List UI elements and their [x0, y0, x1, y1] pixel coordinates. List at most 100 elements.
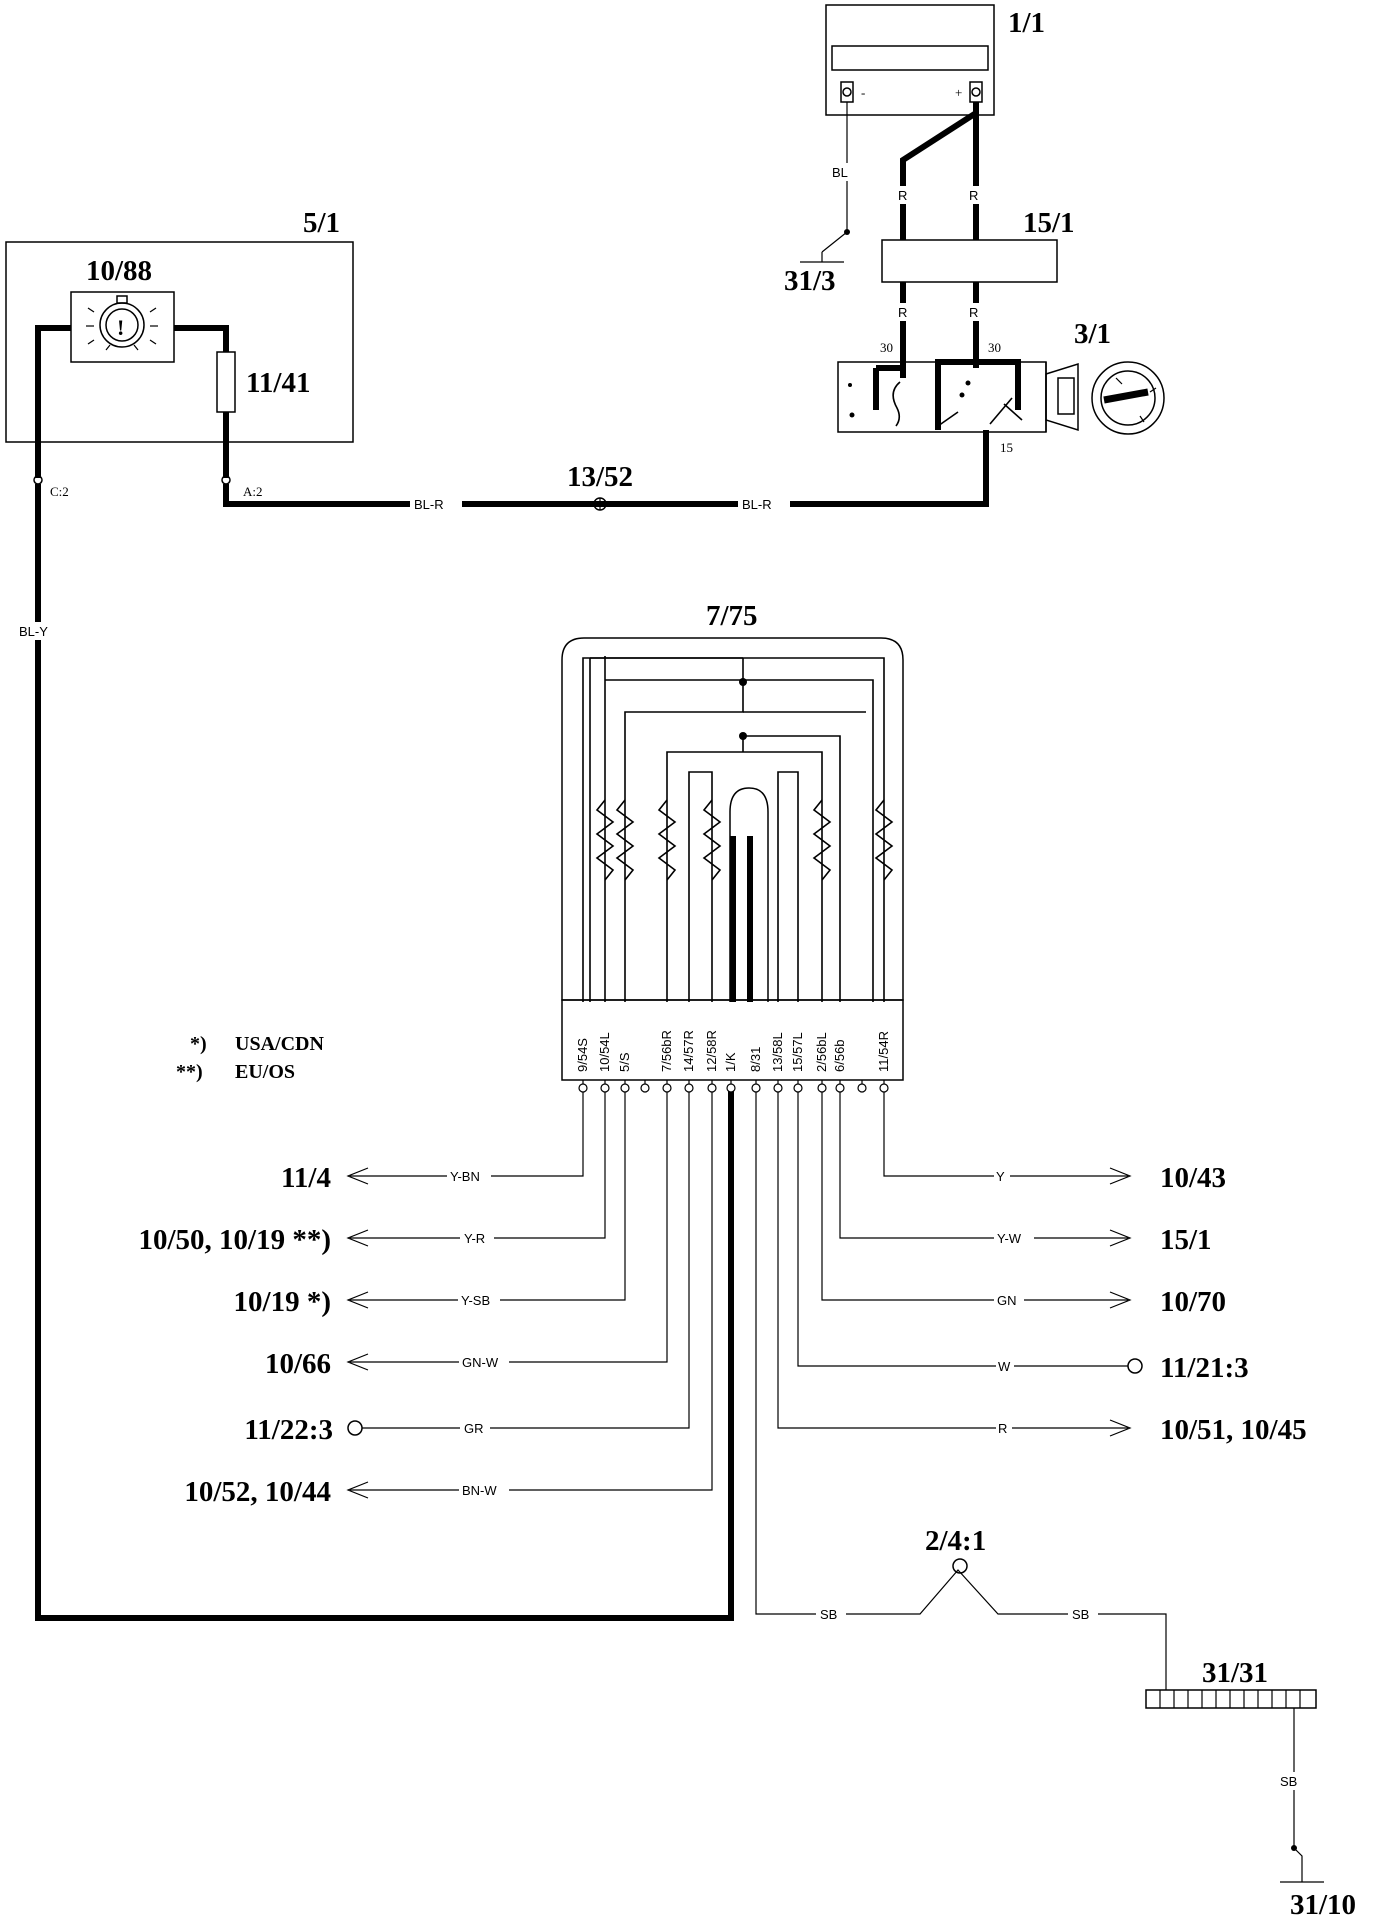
pin-terminal [857, 1083, 867, 1093]
fuse-box: 15/1 [881, 207, 1075, 283]
pin-label: 10/54L [597, 1032, 612, 1072]
terminal-30-right: 30 [988, 340, 1001, 355]
pin-terminal [751, 1083, 761, 1093]
wire-label-10-50: Y-R [464, 1231, 485, 1246]
battery-label: 1/1 [1008, 7, 1045, 39]
pin-terminal [879, 1083, 889, 1093]
wire-label-11-21: W [998, 1359, 1011, 1374]
instrument-panel: 5/1 ! 10/88 11/41 C:2 A:2 [5, 207, 354, 499]
wire-label-10-43: Y [996, 1169, 1005, 1184]
pin-label: 15/57L [790, 1032, 805, 1072]
pin-label: 8/31 [748, 1047, 763, 1072]
pin-label: 9/54S [575, 1038, 590, 1072]
splice-icon [952, 1558, 968, 1574]
dest-11-4: 11/4 [281, 1162, 331, 1194]
sb-ground-label: SB [1280, 1774, 1297, 1789]
pin-label: 14/57R [681, 1030, 696, 1072]
bl-r-left-label: BL-R [414, 497, 444, 512]
zigzag-resistor-5-icon [812, 799, 832, 881]
battery-positive-wires: R R [895, 102, 986, 240]
ground-chain: SB SB 2/4:1 31/31 SB 31/10 [755, 1092, 1356, 1921]
zigzag-resistor-1-icon [595, 799, 615, 881]
zigzag-resistor-3-icon [657, 799, 677, 881]
ground-31-10-label: 31/10 [1290, 1889, 1356, 1921]
connector-13-52-label: 13/52 [567, 461, 633, 493]
pin-label: 11/54R [876, 1031, 891, 1072]
ignition-key-icon [1091, 361, 1165, 435]
arrow-15-1-icon [1109, 1229, 1132, 1247]
pin-label: 7/56bR [659, 1030, 674, 1072]
warning-lamp-exclamation-icon: ! [117, 315, 124, 340]
battery-plus-label: + [955, 85, 962, 100]
pin-terminal [600, 1083, 610, 1093]
fuse-wire-r2-label: R [969, 305, 978, 320]
fuse-wire-r1-label: R [898, 305, 907, 320]
zigzag-resistor-6-icon [874, 799, 894, 881]
pin-label: 6/56b [832, 1039, 847, 1072]
pin-terminal [662, 1083, 672, 1093]
dest-10-51: 10/51, 10/45 [1160, 1414, 1307, 1446]
pin-terminal [707, 1083, 717, 1093]
ignition-switch: 15 3/1 [837, 318, 1165, 455]
pin-terminal [640, 1083, 650, 1093]
dest-10-66: 10/66 [265, 1348, 331, 1380]
bl-y-wire-label: BL-Y [19, 624, 48, 639]
connector-c2-label: C:2 [50, 484, 69, 499]
dest-10-43: 10/43 [1160, 1162, 1226, 1194]
wire-label-10-19: Y-SB [461, 1293, 490, 1308]
zigzag-resistor-4-icon [702, 799, 722, 881]
zigzag-resistor-2-icon [615, 799, 635, 881]
wire-label-10-70: GN [997, 1293, 1017, 1308]
control-unit-label: 7/75 [706, 600, 758, 632]
note-1-text: USA/CDN [235, 1033, 324, 1055]
battery: - + 1/1 [825, 4, 1045, 116]
fuse-box-label: 15/1 [1023, 207, 1075, 239]
resistor-icon [216, 351, 236, 413]
ground-bar-label: 31/31 [1202, 1657, 1268, 1689]
warning-lamp-label: 10/88 [86, 255, 152, 287]
note-2-mark: **) [176, 1061, 203, 1083]
battery-minus-label: - [861, 85, 865, 100]
arrow-10-66-icon [346, 1353, 369, 1371]
pin-terminal [684, 1083, 694, 1093]
dest-10-19: 10/19 *) [234, 1286, 331, 1318]
footnotes: *) USA/CDN **) EU/OS [176, 1033, 324, 1083]
battery-ground-wire: BL 31/3 [784, 102, 864, 297]
wire-label-11-22: GR [464, 1421, 484, 1436]
pin-terminal [578, 1083, 588, 1093]
terminal-11-22-icon [347, 1420, 363, 1436]
pin-label: 1/K [723, 1052, 738, 1072]
note-1-mark: *) [190, 1033, 207, 1055]
right-output-wires: Y 10/43 Y-W 15/1 GN 10/70 W 11/21:3 R 10… [777, 1092, 1307, 1446]
warning-lamp-icon: ! [70, 291, 175, 363]
wire-label-10-51: R [998, 1421, 1007, 1436]
wire-label-11-4: Y-BN [450, 1169, 480, 1184]
pin-label: 5/S [617, 1052, 632, 1072]
wire-label-10-52: BN-W [462, 1483, 497, 1498]
sb-right-label: SB [1072, 1607, 1089, 1622]
bl-r-wire: BL-R BL-R 13/52 [223, 430, 989, 514]
ground-31-3-label: 31/3 [784, 265, 836, 297]
pin-label: 2/56bL [814, 1032, 829, 1072]
resistor-label: 11/41 [246, 367, 310, 399]
wire-label-15-1: Y-W [997, 1231, 1022, 1246]
arrow-10-43-icon [1109, 1167, 1132, 1185]
pin-terminal [793, 1083, 803, 1093]
note-2-text: EU/OS [235, 1061, 295, 1083]
pin-terminal [773, 1083, 783, 1093]
pin-label: 13/58L [770, 1032, 785, 1072]
arrow-11-4-icon [346, 1167, 369, 1185]
bl-r-right-label: BL-R [742, 497, 772, 512]
connector-a2-label: A:2 [243, 484, 263, 499]
arrow-10-51-icon [1109, 1419, 1132, 1437]
pin-label: 12/58R [704, 1030, 719, 1072]
control-unit: 7/75 [561, 600, 904, 1081]
control-unit-pins: 9/54S 10/54L 5/S 7/56bR 14/57R 12/58R 1/K 8/31 1… [575, 1030, 891, 1093]
terminal-11-21-icon [1127, 1358, 1143, 1374]
ground-bar-icon [1145, 1689, 1317, 1709]
splice-label: 2/4:1 [925, 1525, 986, 1557]
arrow-10-52-icon [346, 1481, 369, 1499]
dest-15-1: 15/1 [1160, 1224, 1212, 1256]
sb-left-label: SB [820, 1607, 837, 1622]
